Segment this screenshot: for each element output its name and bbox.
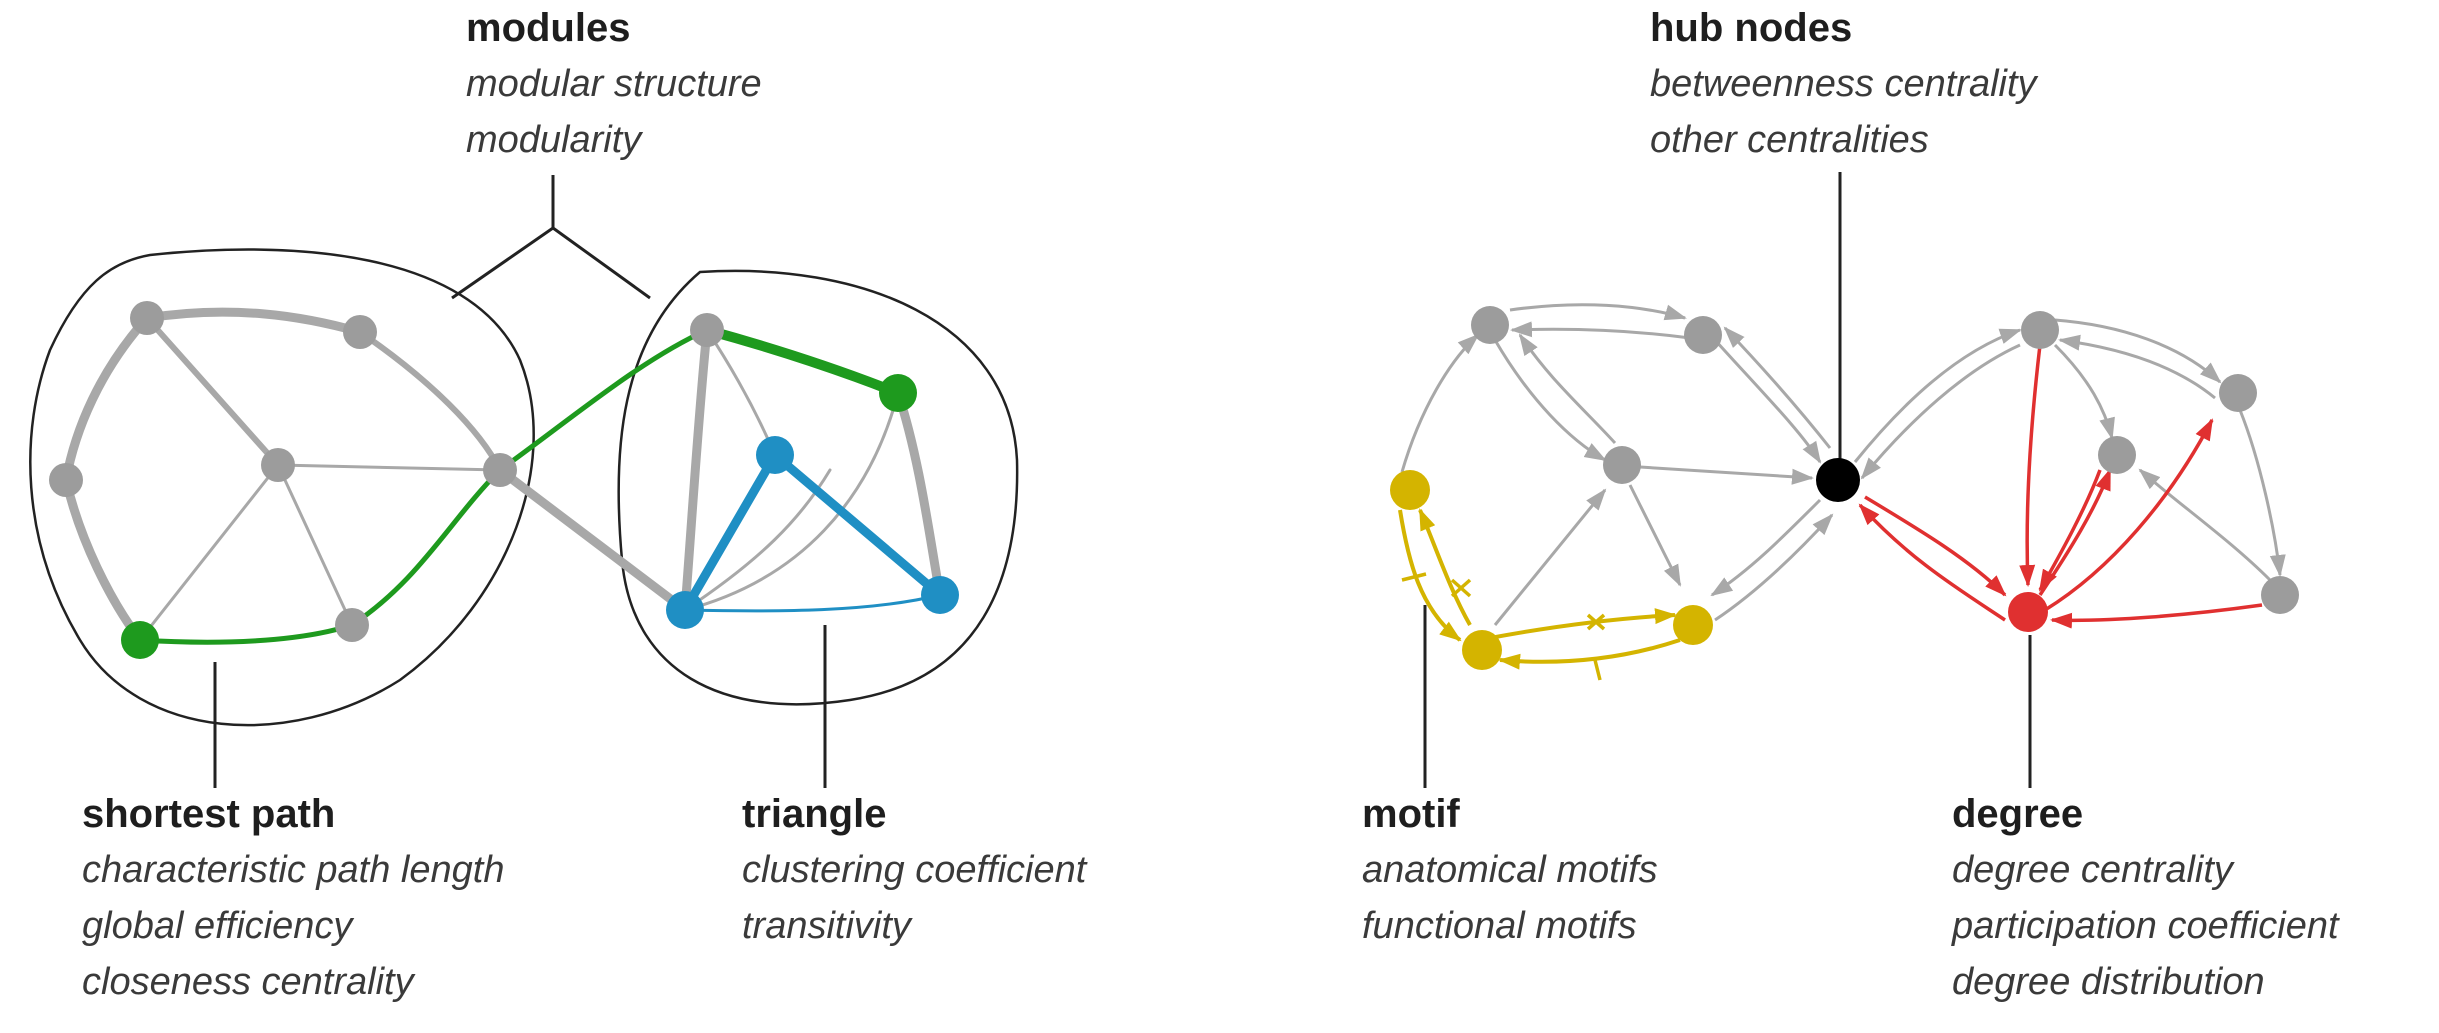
- right-network: [1390, 172, 2299, 788]
- label-modules: modules modular structure modularity: [466, 0, 762, 168]
- label-hub-nodes: hub nodes betweenness centrality other c…: [1650, 0, 2037, 168]
- shortest-path-edges: [137, 327, 710, 645]
- label-triangle-title: triangle: [742, 792, 887, 836]
- label-triangle: triangle clustering coefficient transiti…: [742, 786, 1086, 954]
- shortest-path-node: [879, 374, 917, 412]
- network-node: [335, 608, 369, 642]
- label-motif-line: functional motifs: [1362, 905, 1637, 947]
- label-triangle-line: transitivity: [742, 905, 911, 947]
- shortest-path-node: [121, 621, 159, 659]
- label-hub-nodes-title: hub nodes: [1650, 6, 1853, 50]
- label-modules-line: modular structure: [466, 63, 762, 105]
- network-node: [343, 315, 377, 349]
- label-shortest-path-title: shortest path: [82, 792, 336, 836]
- left-module-edges: [61, 307, 690, 645]
- motif-edges: [1398, 508, 1681, 681]
- triangle-edges: [680, 450, 945, 615]
- network-node: [690, 313, 724, 347]
- label-degree-line: participation coefficient: [1952, 905, 2339, 947]
- network-node: [2219, 374, 2257, 412]
- network-node: [1603, 446, 1641, 484]
- motif-node: [1390, 470, 1430, 510]
- right-module-edges: [680, 325, 945, 615]
- modules-bracket: [451, 175, 651, 300]
- network-node: [2021, 311, 2059, 349]
- label-shortest-path-line: closeness centrality: [82, 961, 414, 1003]
- degree-node: [2008, 592, 2048, 632]
- module-outline-right: [617, 269, 1019, 706]
- network-node: [2098, 436, 2136, 474]
- label-shortest-path-line: characteristic path length: [82, 849, 505, 891]
- label-shortest-path-line: global efficiency: [82, 905, 353, 947]
- left-network-nodes: [49, 301, 959, 659]
- label-triangle-line: clustering coefficient: [742, 849, 1087, 891]
- label-motif-line: anatomical motifs: [1362, 849, 1658, 891]
- degree-edges: [1858, 344, 2263, 629]
- triangle-node: [666, 591, 704, 629]
- triangle-node: [756, 436, 794, 474]
- label-modules-title: modules: [466, 6, 631, 50]
- label-degree-line: degree centrality: [1952, 849, 2233, 891]
- left-network: [29, 175, 1019, 788]
- shortest-path-edge-end: [702, 325, 903, 398]
- module-outline-left: [29, 248, 535, 727]
- directed-edges: [1400, 303, 2286, 626]
- network-node: [261, 448, 295, 482]
- label-motif: motif anatomical motifs functional motif…: [1362, 786, 1658, 954]
- label-shortest-path: shortest path characteristic path length…: [82, 786, 504, 1010]
- network-node: [483, 453, 517, 487]
- motif-node: [1673, 605, 1713, 645]
- network-node: [1684, 316, 1722, 354]
- label-hub-nodes-line: betweenness centrality: [1650, 63, 2037, 105]
- network-node: [1471, 306, 1509, 344]
- label-hub-nodes-line: other centralities: [1650, 119, 1929, 161]
- label-modules-line: modularity: [466, 119, 642, 161]
- right-network-nodes: [1390, 306, 2299, 670]
- label-motif-title: motif: [1362, 792, 1460, 836]
- network-node: [49, 463, 83, 497]
- label-degree-title: degree: [1952, 792, 2084, 836]
- triangle-node: [921, 576, 959, 614]
- motif-node: [1462, 630, 1502, 670]
- network-node: [2261, 576, 2299, 614]
- hub-node: [1816, 458, 1860, 502]
- label-degree-line: degree distribution: [1952, 961, 2265, 1003]
- network-node: [130, 301, 164, 335]
- label-degree: degree degree centrality participation c…: [1952, 786, 2339, 1010]
